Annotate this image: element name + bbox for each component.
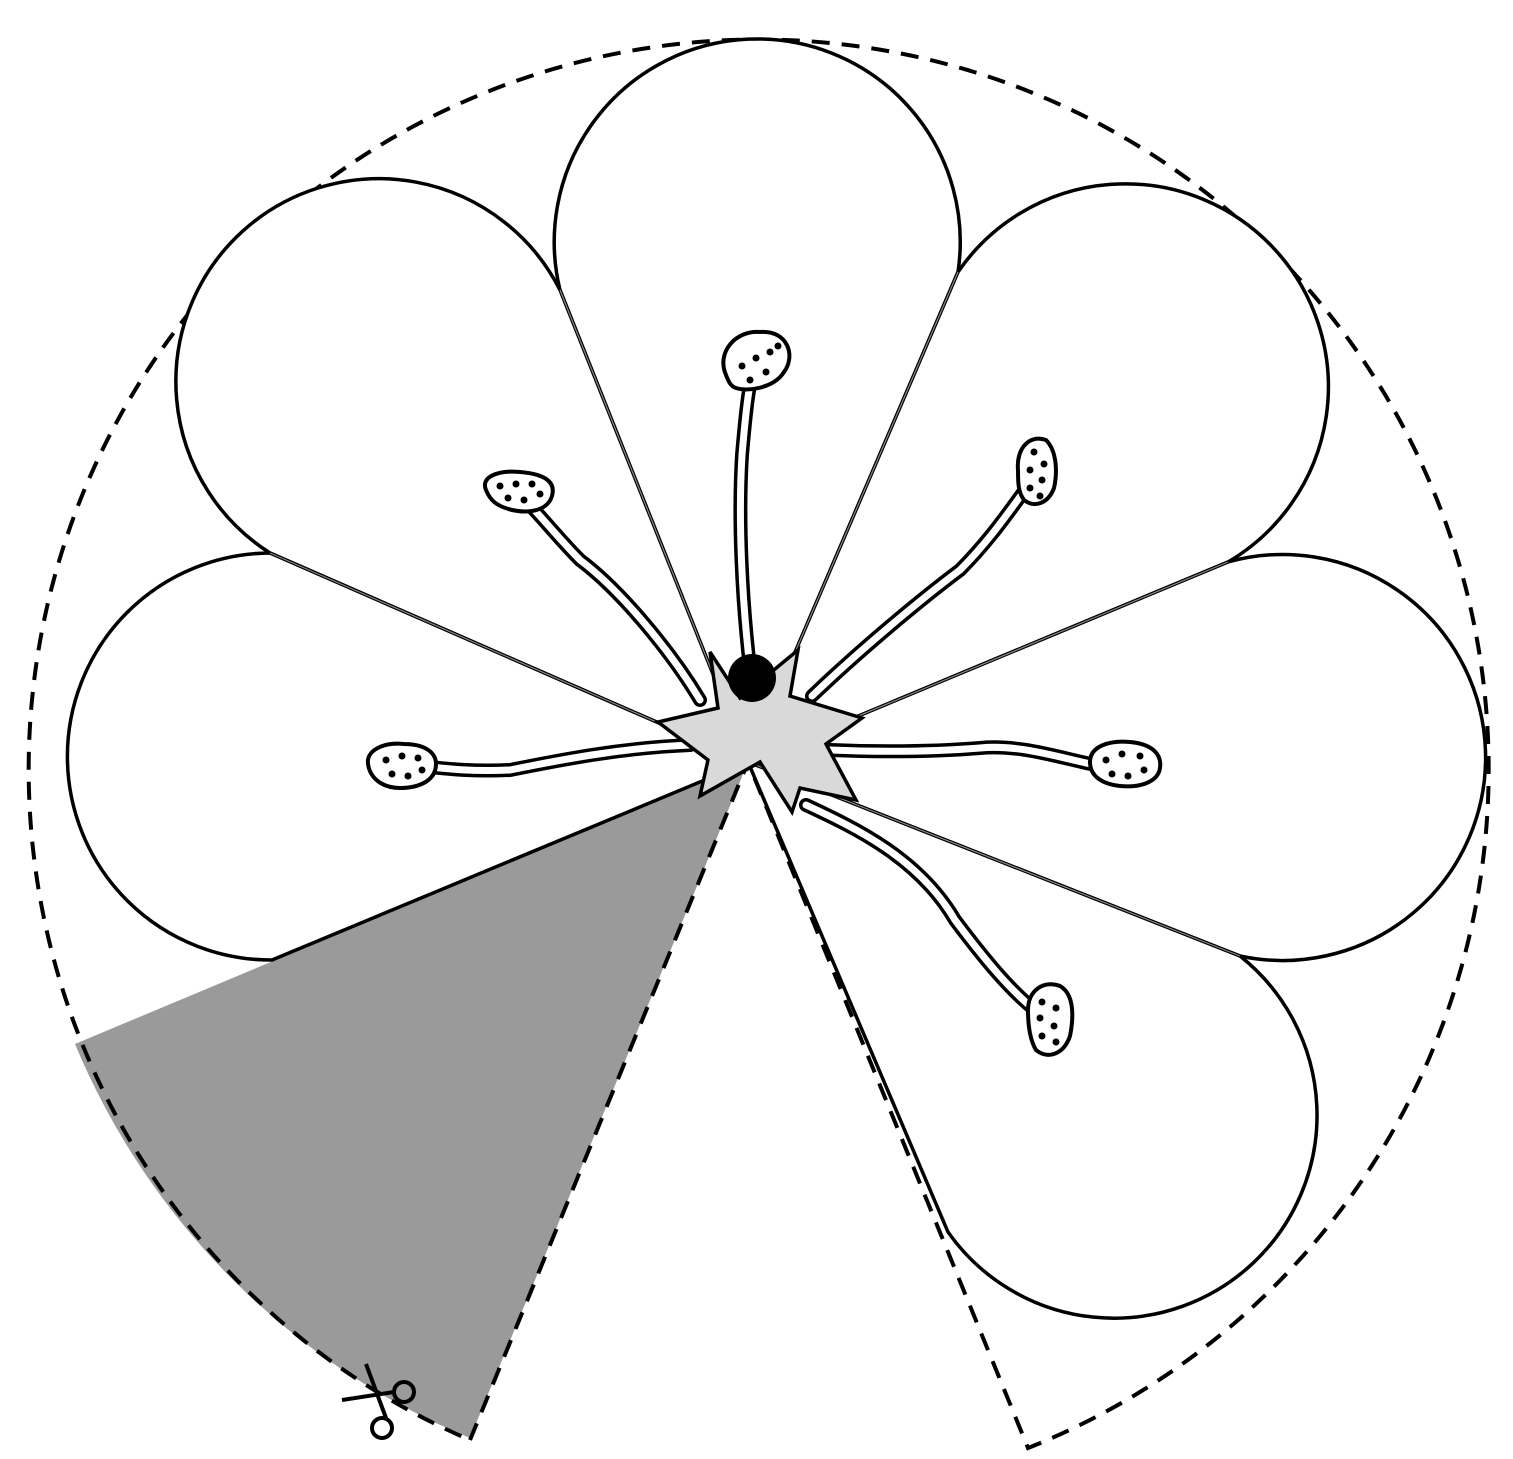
anther: [1028, 984, 1072, 1055]
anther: [1090, 742, 1160, 787]
pistil-dot: [728, 654, 776, 702]
anther: [1018, 439, 1056, 504]
anther: [368, 744, 436, 788]
